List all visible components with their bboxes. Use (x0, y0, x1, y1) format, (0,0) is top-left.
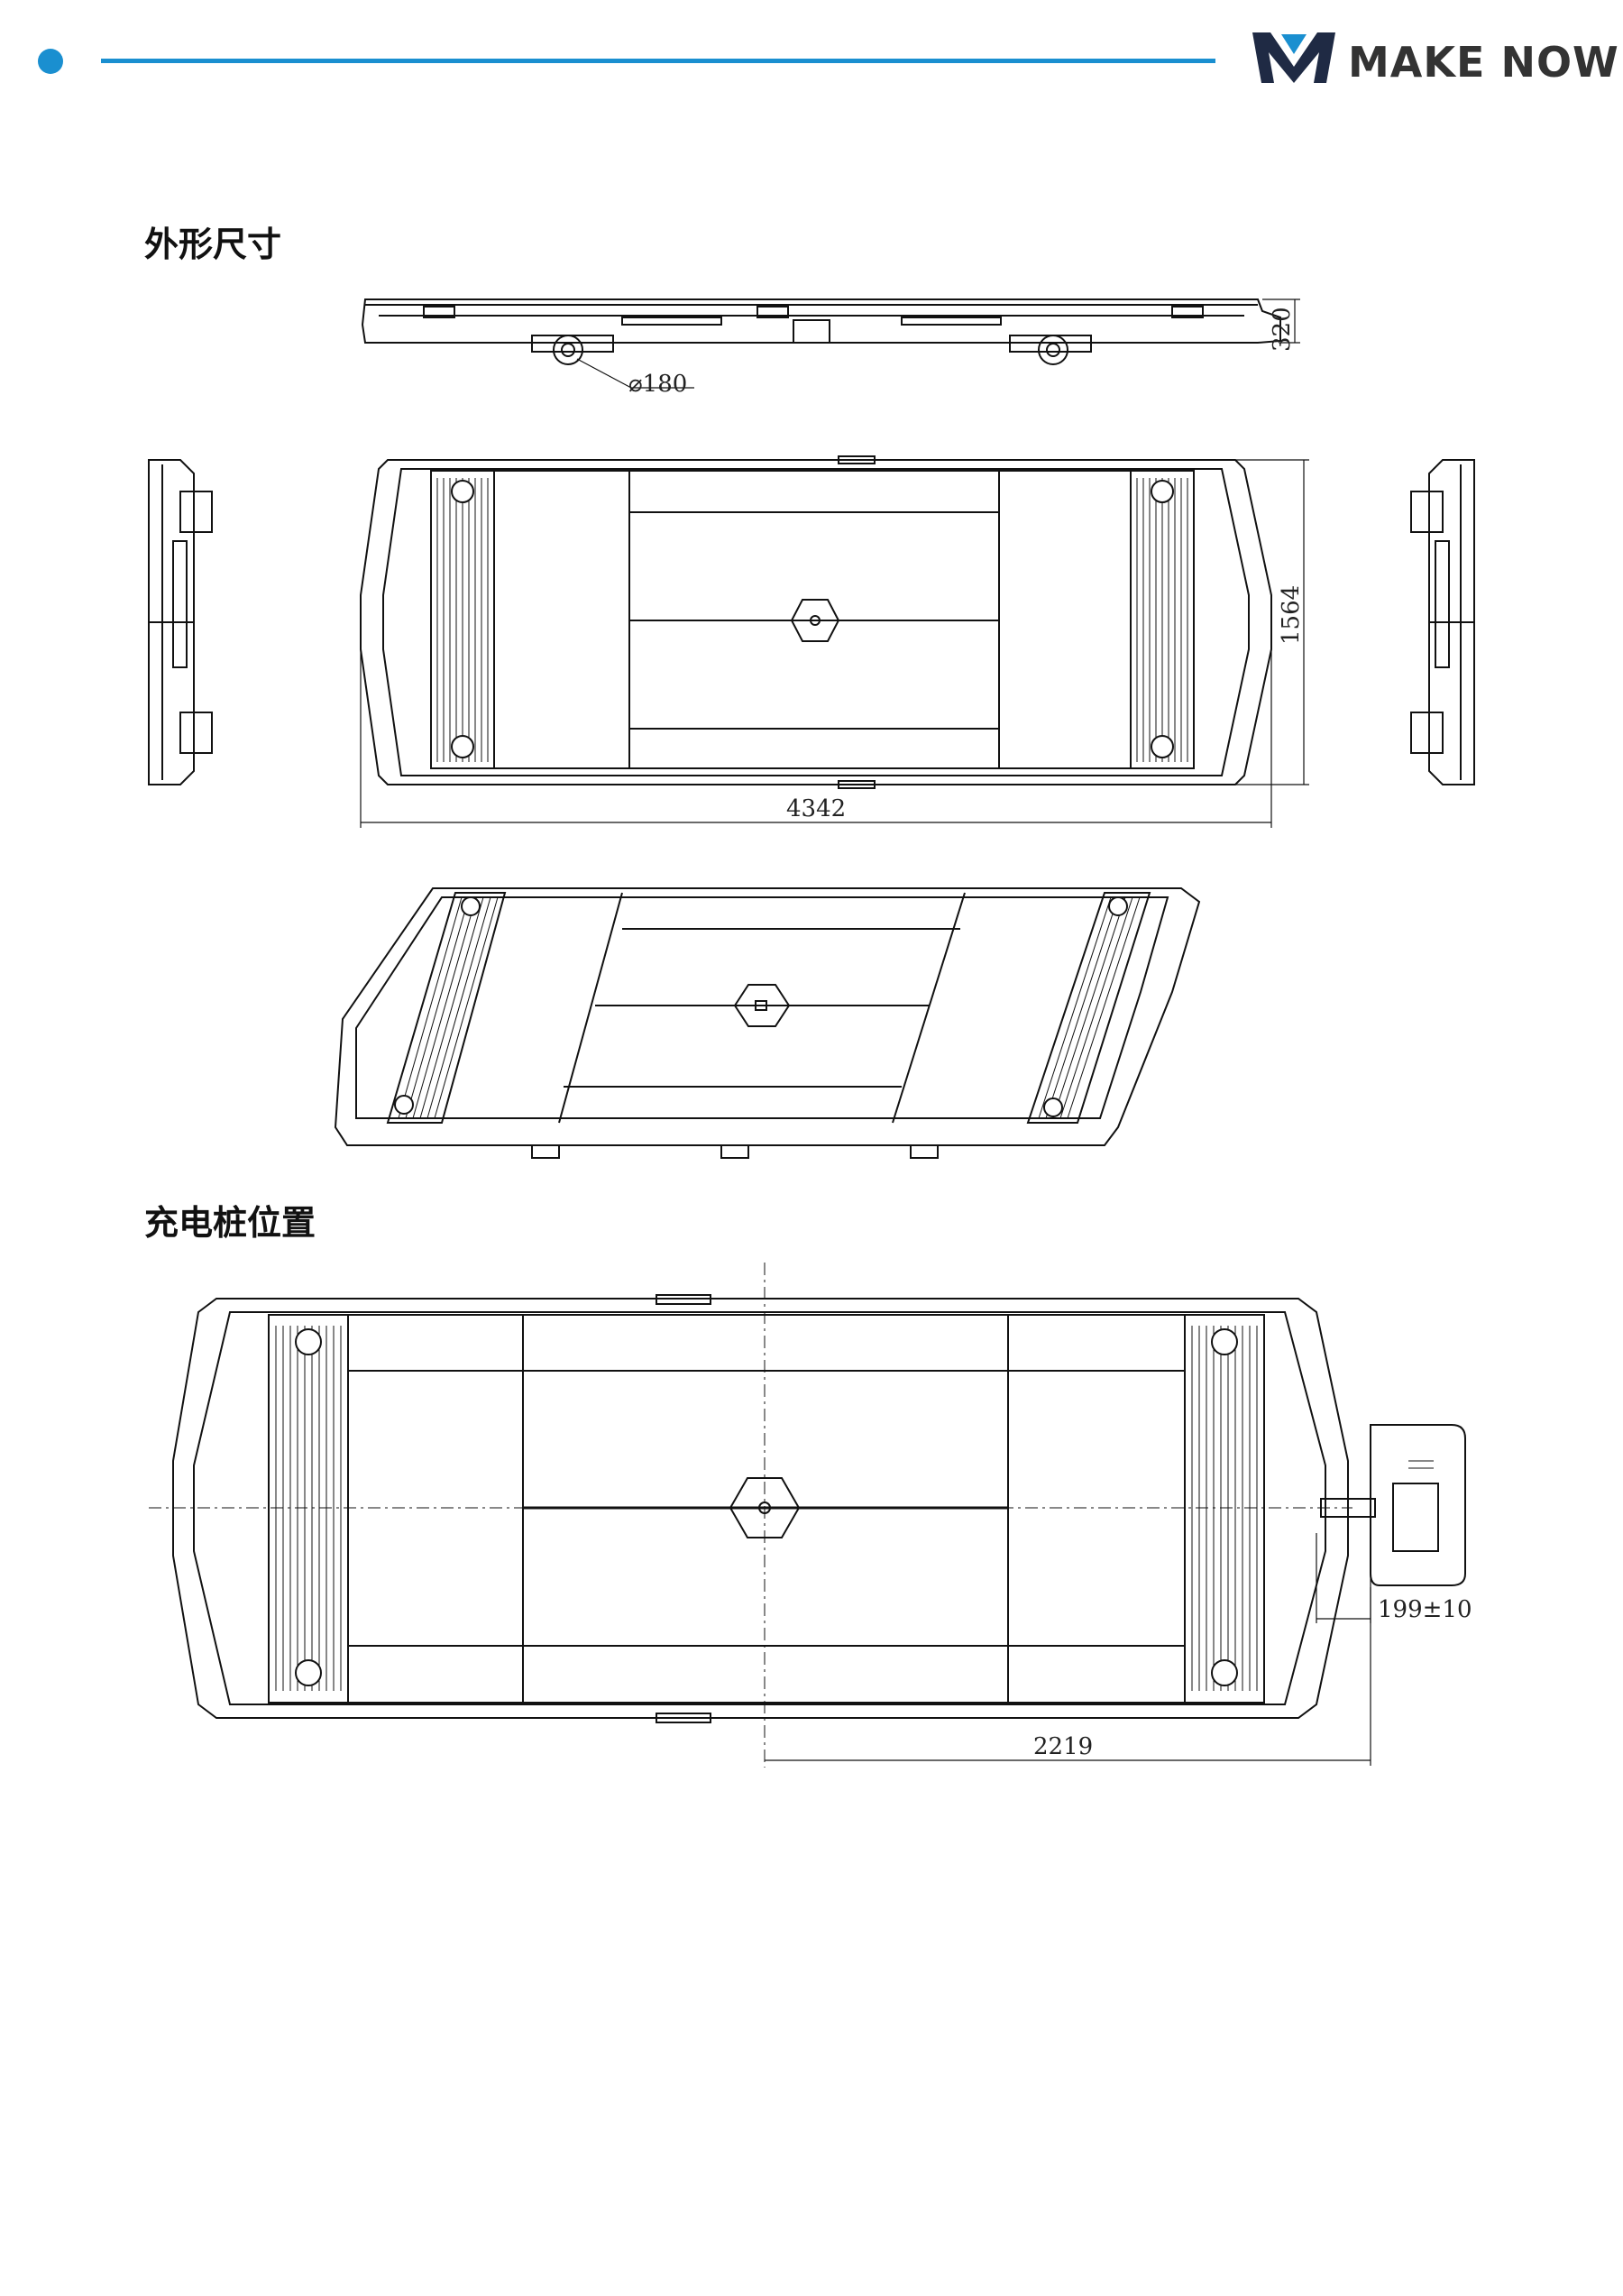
page-header: MAKE NOW (0, 0, 1623, 126)
dimension-width (1235, 459, 1309, 785)
section-title-outline: 外形尺寸 (144, 225, 282, 264)
dim-length: 4342 (786, 795, 846, 822)
dimension-wheel (576, 358, 694, 389)
dimension-length (360, 649, 1272, 828)
dim-wheel-diameter: ⌀180 (628, 371, 687, 398)
dim-charger-distance: 2219 (1033, 1733, 1093, 1760)
side-view-drawing (361, 298, 1281, 365)
dim-charger-offset: 199±10 (1378, 1596, 1472, 1623)
logo-text: MAKE NOW (1348, 38, 1619, 87)
left-end-view-drawing (148, 459, 213, 785)
dimension-charger-distance (765, 1587, 1371, 1766)
right-end-view-drawing (1410, 459, 1475, 785)
isometric-view-drawing (334, 887, 1201, 1159)
dim-height: 320 (1269, 307, 1296, 352)
header-dot (38, 49, 63, 74)
dimension-height (1262, 298, 1300, 344)
charging-view-drawing (149, 1263, 1466, 1768)
top-view-drawing (360, 455, 1272, 789)
section-title-charging: 充电桩位置 (144, 1203, 316, 1243)
header-rule (101, 59, 1215, 63)
brand-logo: MAKE NOW (1249, 27, 1618, 90)
dim-width: 1564 (1278, 585, 1305, 645)
logo-mark-icon (1252, 32, 1335, 83)
